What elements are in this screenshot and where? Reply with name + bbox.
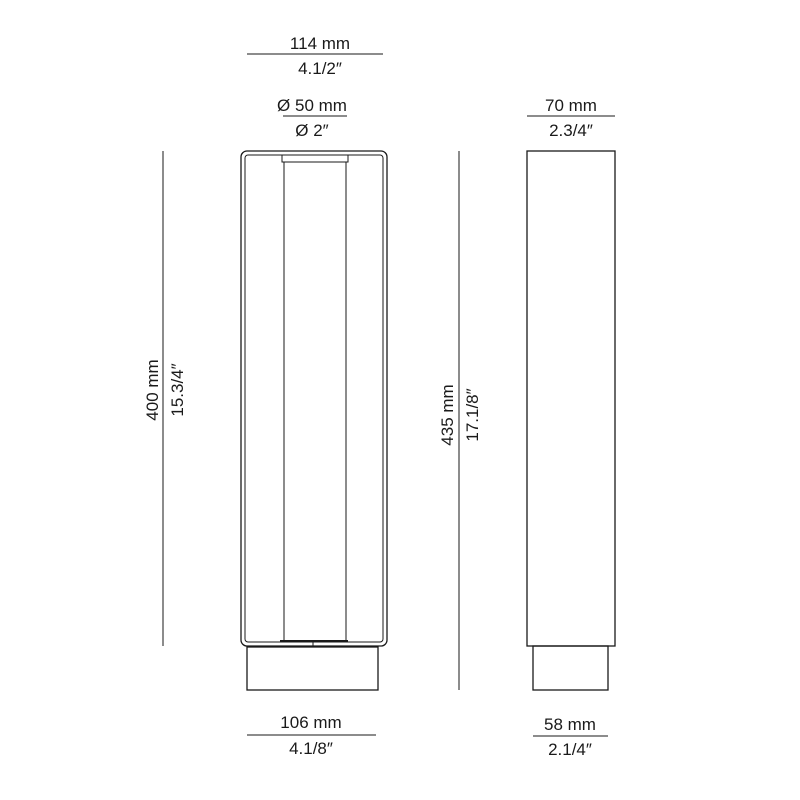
side-width-in: 2.3/4″ — [549, 121, 593, 140]
front-base — [246, 646, 379, 691]
front-width-mm: 114 mm — [290, 34, 350, 53]
side-base — [532, 645, 609, 691]
tube-cap — [281, 154, 349, 163]
front-view — [240, 150, 388, 691]
side-height-in: 17.1/8″ — [463, 388, 482, 441]
side-base-mm: 58 mm — [544, 715, 596, 734]
side-body — [526, 150, 616, 647]
front-base-mm: 106 mm — [280, 713, 341, 732]
front-width-in: 4.1/2″ — [298, 59, 342, 78]
side-base-in: 2.1/4″ — [548, 740, 592, 759]
front-height-in: 15.3/4″ — [168, 363, 187, 416]
side-width-mm: 70 mm — [545, 96, 597, 115]
front-inner-frame — [244, 154, 384, 643]
front-diameter-mm: Ø 50 mm — [277, 96, 347, 115]
front-diameter-in: Ø 2″ — [295, 121, 328, 140]
front-height-mm: 400 mm — [143, 359, 162, 420]
side-height-mm: 435 mm — [438, 384, 457, 445]
front-outer-frame — [240, 150, 388, 647]
front-base-in: 4.1/8″ — [289, 739, 333, 758]
side-view — [526, 150, 616, 691]
